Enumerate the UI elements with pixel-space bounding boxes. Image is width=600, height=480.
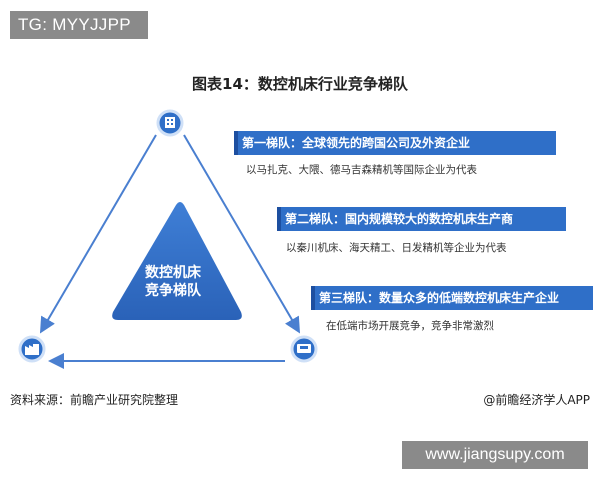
brand-credit: @前瞻经济学人APP: [483, 393, 590, 407]
tier-2-heading: 第二梯队：国内规模较大的数控机床生产商: [277, 207, 566, 231]
figure-title: 图表14：数控机床行业竞争梯队: [192, 75, 408, 93]
tier-3-heading: 第三梯队：数量众多的低端数控机床生产企业: [311, 286, 593, 310]
source-note: 资料来源：前瞻产业研究院整理: [10, 393, 179, 407]
top-overlay-label: TG: MYYJJPP: [10, 11, 148, 39]
tier-1-description: 以马扎克、大隈、德马吉森精机等国际企业为代表: [246, 164, 477, 176]
tier-1-heading: 第一梯队：全球领先的跨国公司及外资企业: [234, 131, 556, 155]
arrow-right-edge: [183, 134, 301, 334]
building-icon: [156, 109, 184, 137]
bottom-overlay-label: www.jiangsupy.com: [402, 441, 588, 469]
machine-icon: [290, 335, 318, 363]
arrow-left-edge: [39, 134, 157, 334]
factory-icon: [18, 335, 46, 363]
center-label: 数控机床 竞争梯队: [133, 264, 213, 300]
center-label-line2: 竞争梯队: [145, 283, 201, 299]
inner-triangle: [112, 202, 242, 320]
tier-2-description: 以秦川机床、海天精工、日发精机等企业为代表: [286, 242, 507, 254]
tier-3-description: 在低端市场开展竞争，竞争非常激烈: [326, 320, 494, 332]
center-label-line1: 数控机床: [145, 265, 201, 281]
